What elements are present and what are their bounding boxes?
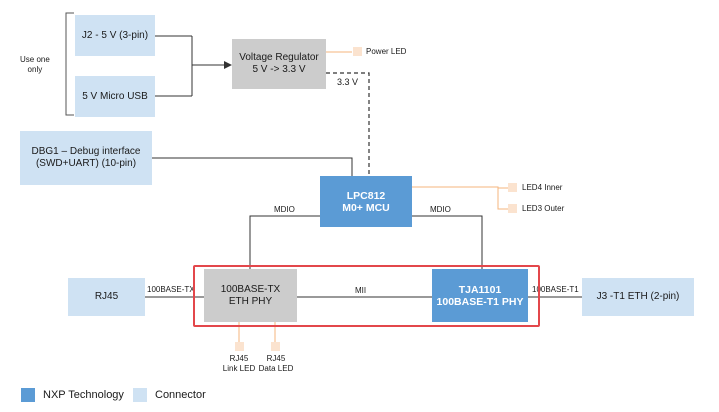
tja1101-phy-block: TJA1101 100BASE-T1 PHY bbox=[432, 269, 528, 322]
data-led-line1: RJ45 bbox=[266, 354, 286, 363]
phy-tx-subtitle: ETH PHY bbox=[228, 295, 273, 307]
tja-name: TJA1101 bbox=[458, 283, 502, 296]
voltage-regulator-block: Voltage Regulator 5 V -> 3.3 V bbox=[232, 39, 326, 89]
j3-t1-eth-connector: J3 -T1 ETH (2-pin) bbox=[582, 278, 694, 316]
legend-label-connector: Connector bbox=[155, 389, 206, 401]
rj45-data-led-icon bbox=[271, 342, 280, 351]
j3-label: J3 -T1 ETH (2-pin) bbox=[596, 291, 680, 302]
power-led-label: Power LED bbox=[366, 47, 407, 56]
j2-connector: J2 - 5 V (3-pin) bbox=[75, 15, 155, 56]
legend-swatch-nxp bbox=[21, 388, 35, 402]
use-one-bracket bbox=[65, 12, 74, 116]
wire-mdio-right bbox=[412, 215, 483, 269]
mcu-name: LPC812 bbox=[346, 189, 386, 202]
debug-subtitle: (SWD+UART) (10-pin) bbox=[35, 158, 137, 169]
use-one-only-label: Use one only bbox=[20, 55, 50, 75]
regulator-voltage: 5 V -> 3.3 V bbox=[252, 64, 306, 75]
led4-label: LED4 Inner bbox=[522, 183, 563, 192]
legend-swatch-connector bbox=[133, 388, 147, 402]
rj45-connector: RJ45 bbox=[68, 278, 145, 316]
wire-debug bbox=[152, 157, 353, 176]
mcu-core: M0+ MCU bbox=[342, 201, 390, 214]
legend-label-nxp: NXP Technology bbox=[43, 389, 124, 401]
mdio-right-label: MDIO bbox=[430, 205, 451, 214]
j2-label: J2 - 5 V (3-pin) bbox=[81, 29, 149, 41]
wire-led3 bbox=[497, 188, 508, 210]
micro-usb-label: 5 V Micro USB bbox=[82, 90, 148, 102]
v33-label: 3.3 V bbox=[337, 77, 359, 87]
link-led-line2: Link LED bbox=[222, 364, 256, 373]
rj45-label: RJ45 bbox=[94, 291, 119, 302]
rj45-link-led-icon bbox=[235, 342, 244, 351]
wire-led4 bbox=[412, 186, 508, 189]
use-one-line1: Use one bbox=[20, 55, 50, 64]
regulator-title: Voltage Regulator bbox=[239, 52, 319, 63]
arrow-head-icon bbox=[224, 61, 232, 69]
100base-tx-label: 100BASE-TX bbox=[147, 285, 194, 294]
100base-t1-label: 100BASE-T1 bbox=[532, 285, 579, 294]
use-one-line2: only bbox=[27, 65, 43, 74]
mdio-left-label: MDIO bbox=[274, 205, 295, 214]
rj45-link-led-label: RJ45 Link LED bbox=[208, 354, 270, 374]
debug-interface-connector: DBG1 – Debug interface (SWD+UART) (10-pi… bbox=[20, 131, 152, 185]
micro-usb-connector: 5 V Micro USB bbox=[75, 76, 155, 117]
mii-label: MII bbox=[355, 286, 367, 295]
wire-3v3-dashed bbox=[326, 72, 370, 176]
power-led-icon bbox=[353, 47, 362, 56]
phy-highlight-frame bbox=[193, 265, 540, 327]
100base-tx-phy-block: 100BASE-TX ETH PHY bbox=[204, 269, 297, 322]
lpc812-mcu-block: LPC812 M0+ MCU bbox=[320, 176, 412, 227]
link-led-line1: RJ45 bbox=[229, 354, 249, 363]
wire-mdio-left bbox=[249, 215, 320, 269]
led4-icon bbox=[508, 183, 517, 192]
led3-icon bbox=[508, 204, 517, 213]
tja-type: 100BASE-T1 PHY bbox=[436, 295, 524, 308]
led3-label: LED3 Outer bbox=[522, 204, 565, 213]
phy-tx-title: 100BASE-TX bbox=[220, 283, 281, 295]
data-led-line2: Data LED bbox=[258, 364, 294, 373]
debug-title: DBG1 – Debug interface bbox=[31, 146, 141, 157]
rj45-data-led-label: RJ45 Data LED bbox=[245, 354, 307, 374]
